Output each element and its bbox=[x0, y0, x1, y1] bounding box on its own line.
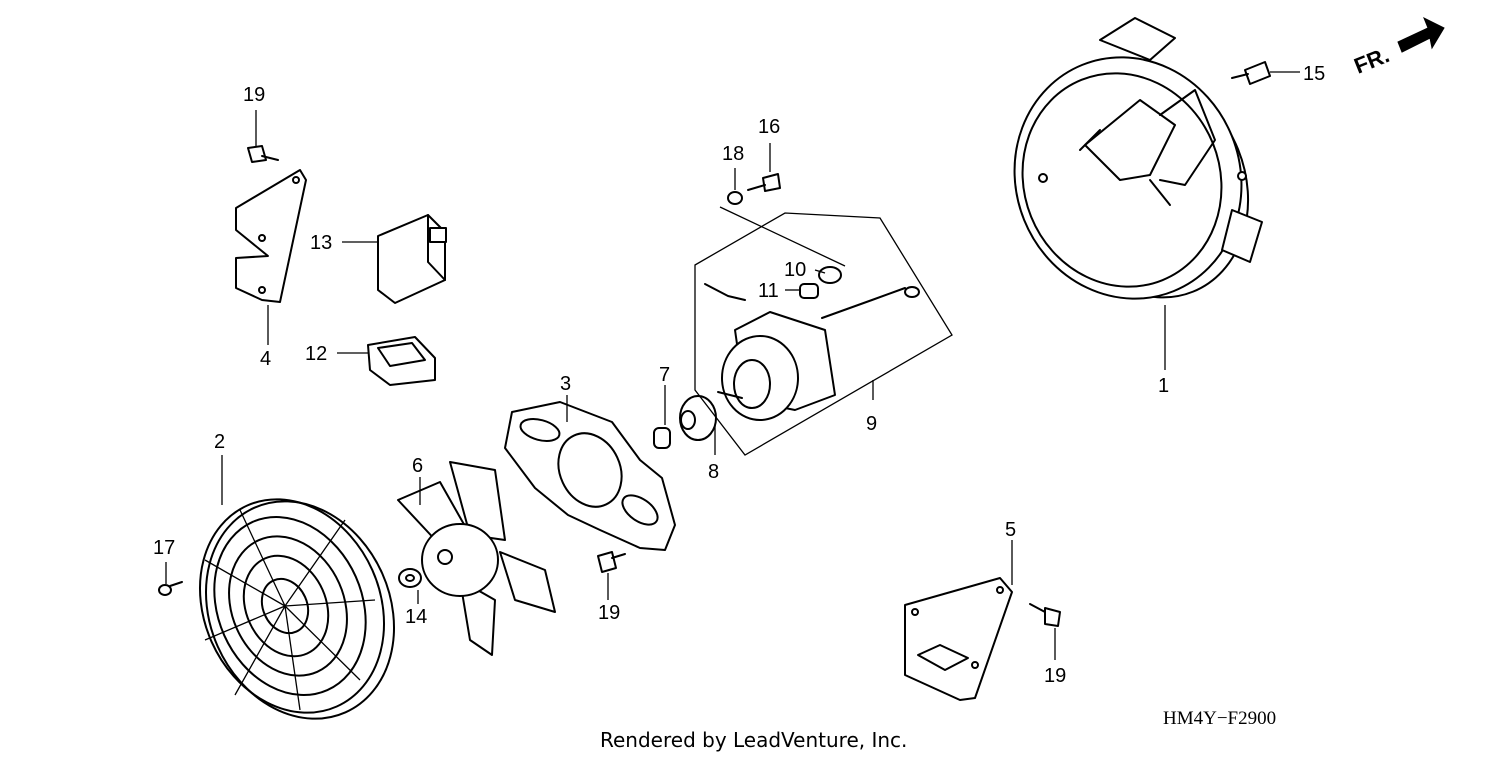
credit-line: Rendered by LeadVenture, Inc. bbox=[600, 728, 907, 752]
front-direction-arrow: FR. bbox=[1351, 16, 1445, 79]
nut-10 bbox=[818, 266, 842, 284]
callout-12: 12 bbox=[305, 343, 327, 365]
relay-13 bbox=[377, 214, 447, 304]
callout-1: 1 bbox=[1158, 375, 1169, 397]
rubber-mount-8 bbox=[679, 395, 717, 441]
lower-bracket bbox=[904, 577, 1013, 701]
diagram-code: HM4Y−F2900 bbox=[1163, 708, 1276, 729]
callout-5: 5 bbox=[1005, 519, 1016, 541]
callout-4: 4 bbox=[260, 348, 271, 370]
motor-box-outline bbox=[694, 212, 953, 456]
callout-19-middle: 19 bbox=[598, 602, 620, 624]
washer-18 bbox=[727, 191, 743, 205]
callout-2: 2 bbox=[214, 431, 225, 453]
gasket bbox=[504, 401, 676, 551]
screw-17 bbox=[158, 581, 183, 596]
bolt-15 bbox=[1231, 61, 1271, 85]
fan-guard bbox=[198, 498, 395, 720]
callout-6: 6 bbox=[412, 455, 423, 477]
callout-9: 9 bbox=[866, 413, 877, 435]
callout-16: 16 bbox=[758, 116, 780, 138]
bolt-19-middle bbox=[597, 551, 626, 573]
callout-7: 7 bbox=[659, 364, 670, 386]
nut-14 bbox=[398, 568, 422, 588]
callout-18: 18 bbox=[722, 143, 744, 165]
callout-3: 3 bbox=[560, 373, 571, 395]
callout-labels: 1 2 3 4 5 6 7 8 9 10 11 12 13 14 15 16 1… bbox=[153, 63, 1325, 687]
callout-11: 11 bbox=[758, 280, 779, 302]
leader-lines bbox=[165, 71, 1300, 660]
callout-8: 8 bbox=[708, 461, 719, 483]
bolt-19-lower bbox=[1029, 603, 1061, 627]
fan-motor bbox=[704, 283, 920, 421]
direction-label: FR. bbox=[1351, 42, 1393, 78]
callout-15: 15 bbox=[1303, 63, 1325, 85]
callout-19-upper: 19 bbox=[243, 84, 265, 106]
fan-shroud bbox=[1013, 17, 1263, 300]
callout-14: 14 bbox=[405, 606, 427, 628]
upper-bracket bbox=[235, 169, 307, 303]
collar-7 bbox=[653, 427, 671, 449]
rubber-holder-12 bbox=[367, 336, 436, 386]
bolt-19-upper bbox=[247, 145, 279, 163]
callout-13: 13 bbox=[310, 232, 332, 254]
callout-19-lower: 19 bbox=[1044, 665, 1066, 687]
fan-blade bbox=[397, 461, 556, 656]
callout-17: 17 bbox=[153, 537, 175, 559]
collar-11 bbox=[799, 283, 819, 299]
callout-10: 10 bbox=[784, 259, 806, 281]
bolt-16 bbox=[747, 173, 781, 192]
